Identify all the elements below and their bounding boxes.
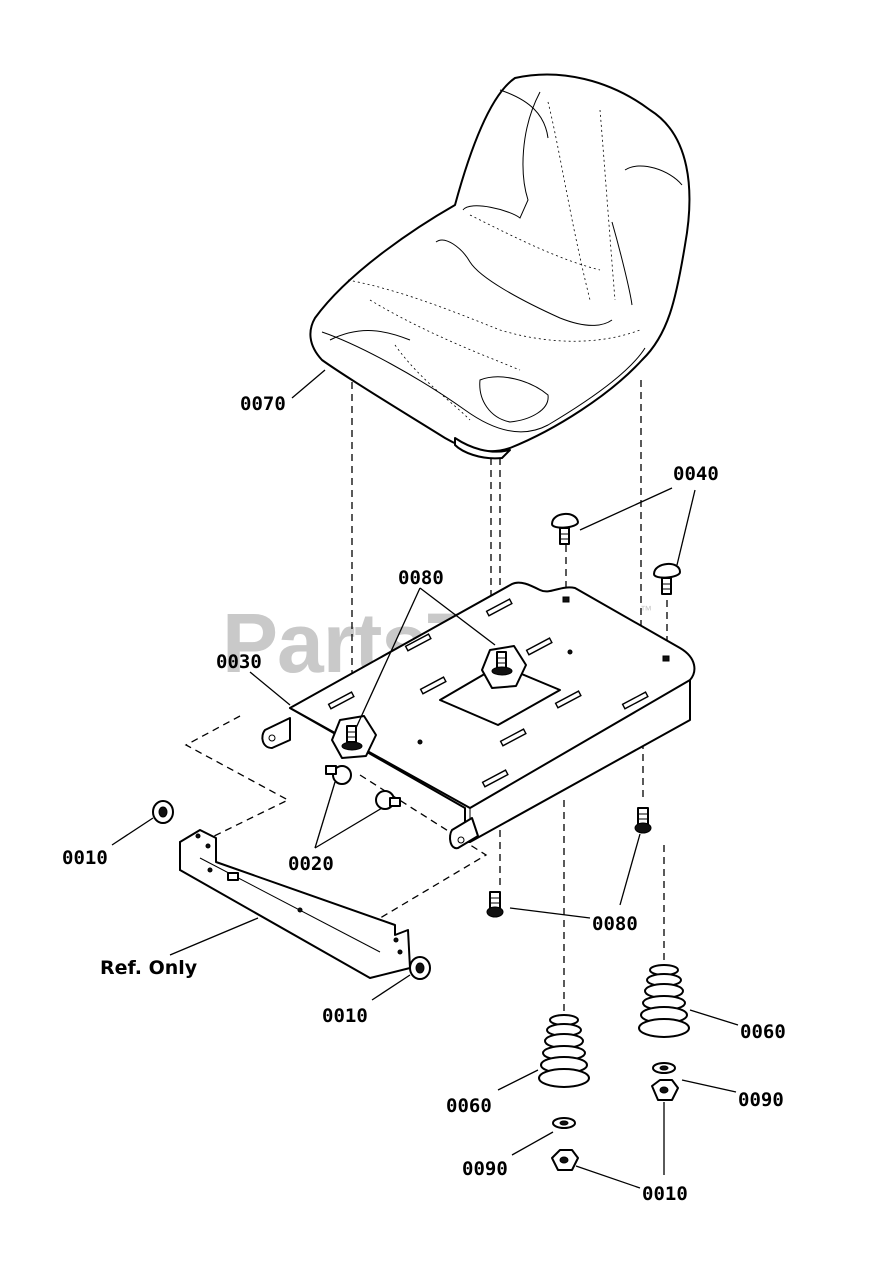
lower-bolt-left bbox=[486, 891, 504, 918]
leader-lines bbox=[111, 369, 739, 1189]
spring-left bbox=[538, 1014, 590, 1088]
callout-0030[interactable]: 0030 bbox=[216, 651, 262, 673]
callout-0010-mid[interactable]: 0010 bbox=[322, 1005, 368, 1027]
watermark-trademark: ™ bbox=[640, 603, 652, 617]
carriage-bolt-right bbox=[653, 563, 681, 595]
reference-bracket bbox=[179, 829, 411, 979]
hex-nut-right bbox=[651, 1079, 679, 1101]
hex-stud-left bbox=[331, 715, 377, 759]
washer-right bbox=[652, 1062, 676, 1074]
callout-0080-top[interactable]: 0080 bbox=[398, 567, 444, 589]
hex-nut-left bbox=[551, 1149, 579, 1171]
seat bbox=[309, 73, 691, 460]
callout-labels: 0070 0040 0080 0030 0010 0020 0080 Ref. … bbox=[62, 393, 786, 1205]
spring-right bbox=[638, 964, 690, 1038]
flange-nut-mid bbox=[409, 956, 431, 980]
shoulder-bolt-right bbox=[375, 790, 401, 810]
callout-0090-left[interactable]: 0090 bbox=[462, 1158, 508, 1180]
flange-nut-left bbox=[152, 800, 174, 824]
callout-0020[interactable]: 0020 bbox=[288, 853, 334, 875]
callout-0040[interactable]: 0040 bbox=[673, 463, 719, 485]
carriage-bolt-left bbox=[551, 513, 579, 545]
seat-mounting-plate bbox=[261, 581, 696, 850]
callout-0090-right[interactable]: 0090 bbox=[738, 1089, 784, 1111]
callout-0060-right[interactable]: 0060 bbox=[740, 1021, 786, 1043]
hex-stud-right bbox=[481, 645, 527, 689]
callout-0060-left[interactable]: 0060 bbox=[446, 1095, 492, 1117]
shoulder-bolt-left bbox=[325, 765, 352, 785]
callout-0070[interactable]: 0070 bbox=[240, 393, 286, 415]
ref-only-label: Ref. Only bbox=[100, 957, 198, 979]
callout-0010-left[interactable]: 0010 bbox=[62, 847, 108, 869]
washer-left bbox=[552, 1117, 576, 1129]
lower-bolt-right bbox=[634, 807, 652, 834]
callout-0010-bottom[interactable]: 0010 bbox=[642, 1183, 688, 1205]
callout-0080-right[interactable]: 0080 bbox=[592, 913, 638, 935]
